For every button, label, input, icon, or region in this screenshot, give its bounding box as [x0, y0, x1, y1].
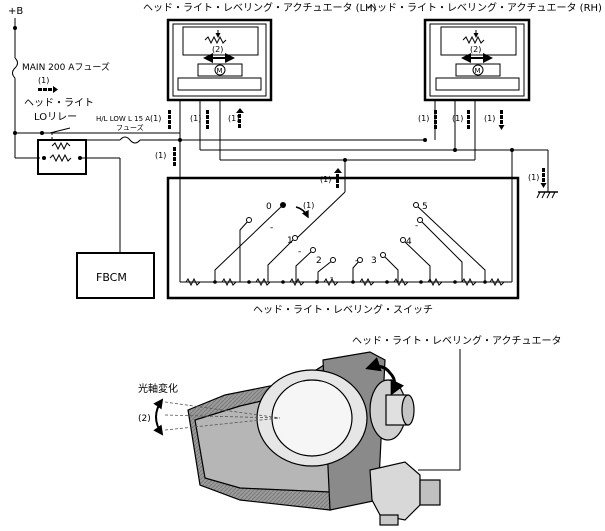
current-markers: (1) (1) (1) (1) (1) (1) (1) (1) (1)	[150, 108, 547, 188]
actuator-lh-label: ヘッド・ライト・レベリング・アクチュエータ (LH)	[143, 1, 377, 14]
pos-label-0: 0	[266, 202, 272, 212]
supply-label: +B	[8, 6, 23, 17]
actuator-lh-motor-icon	[214, 64, 226, 76]
relay-label-line1: ヘッド・ライト	[24, 97, 94, 109]
actuator-rh-label: ヘッド・ライト・レベリング・アクチュエータ (RH)	[367, 1, 602, 14]
actuator-lh-mark-2: (2)	[212, 45, 223, 54]
optical-axis-beams	[164, 401, 281, 431]
switch-contacts	[214, 204, 486, 282]
svg-text:-: -	[298, 247, 301, 257]
switch-label: ヘッド・ライト・レベリング・スイッチ	[253, 303, 433, 316]
actuator-rh-mark-2: (2)	[470, 45, 481, 54]
pos-label-4: 4	[406, 237, 412, 247]
switch-rotation-arrow	[295, 206, 309, 219]
svg-text:(1): (1)	[228, 114, 239, 123]
actuator-rh-potentiometer	[462, 35, 485, 45]
actuator-leader-line	[418, 349, 461, 471]
svg-text:-: -	[270, 223, 273, 233]
pos-label-2: 2	[316, 256, 322, 266]
svg-text:(1): (1)	[484, 114, 495, 123]
switch-wiper	[296, 191, 346, 239]
actuator-rh-motor-icon	[472, 64, 484, 76]
svg-text:-: -	[415, 221, 418, 231]
bottom-mark-2: (2)	[138, 414, 151, 424]
current-arrow-icon	[38, 86, 58, 93]
relay-label-line2: LOリレー	[34, 112, 77, 123]
hl-fuse-symbol	[119, 136, 141, 144]
actuator-rh-box	[423, 18, 531, 102]
optical-axis-label: 光軸変化	[138, 382, 178, 395]
fbcm-box	[76, 252, 155, 299]
svg-text:(1): (1)	[320, 175, 331, 184]
switch-mark-1: (1)	[303, 201, 314, 210]
main-fuse-mark: (1)	[38, 76, 49, 85]
relay-box	[37, 139, 87, 175]
leveling-switch-box	[166, 176, 520, 300]
svg-text:(1): (1)	[528, 173, 539, 182]
switch-contact-0	[280, 202, 286, 208]
actuator-bottom-label: ヘッド・ライト・レベリング・アクチュエータ	[352, 334, 562, 347]
actuator-lh-potentiometer	[204, 35, 227, 45]
pos-label-5: 5	[422, 202, 428, 212]
rotation-arrow-icon	[365, 357, 405, 396]
svg-text:(1): (1)	[418, 114, 429, 123]
main-fuse-symbol	[12, 57, 18, 79]
svg-text:(1): (1)	[452, 114, 463, 123]
headlamp-illustration	[187, 351, 441, 526]
main-fuse-label: MAIN 200 Aフューズ	[22, 61, 110, 73]
relay-coil-symbol	[51, 141, 71, 151]
hl-fuse-label-line2: フューズ	[116, 123, 144, 132]
fbcm-label: FBCM	[96, 271, 127, 284]
actuator-lh-motor-label: M	[217, 67, 223, 75]
svg-text:(1): (1)	[150, 114, 161, 123]
svg-text:(1): (1)	[190, 114, 201, 123]
hl-fuse-label-line1: H/L LOW L 15 A	[96, 115, 150, 123]
svg-text:-: -	[330, 273, 333, 283]
actuator-rh-motor-label: M	[475, 67, 481, 75]
pos-label-3: 3	[371, 256, 377, 266]
pos-label-1: 1	[287, 236, 293, 246]
resistor-chain	[185, 277, 505, 287]
svg-text:(1): (1)	[155, 151, 166, 160]
axis-change-arrow	[153, 398, 164, 436]
svg-text:-: -	[355, 256, 358, 266]
